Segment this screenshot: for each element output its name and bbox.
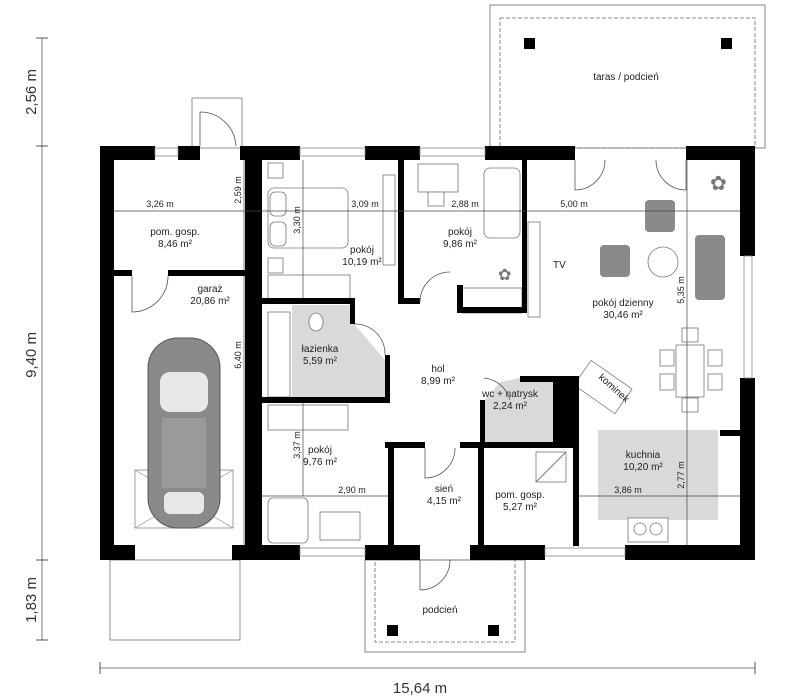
porch-label: podcień [422,605,457,616]
dim-living-width: 5,00 m [560,199,588,209]
dim-top-offset: 2,56 m [23,69,40,115]
doors [131,111,687,591]
overall-dimension-horizontal [99,662,756,674]
living-area: 30,46 m² [603,310,643,321]
hall-name: hol [431,364,444,375]
walls [100,146,755,560]
hall-area: 8,99 m² [421,376,456,387]
utility2-name: pom. gosp. [495,490,544,501]
utility1-name: pom. gosp. [150,227,199,238]
kitchen-floor [598,430,718,520]
dim-utility1-depth: 2,59 m [233,176,243,204]
car-icon [134,337,234,529]
windows [154,147,753,557]
dim-utility1-width: 3,26 m [146,199,174,209]
dim-living-depth: 5,35 m [676,276,686,304]
living-name: pokój dzienny [592,298,653,309]
dim-garage-depth: 6,40 m [233,341,243,369]
driveway [109,559,241,641]
dim-bedroom1-depth: 3,30 m [292,206,302,234]
svg-text:✿: ✿ [710,173,727,195]
terrace-label: taras / podcień [593,72,659,83]
dim-height: 9,40 m [23,332,40,378]
wc-floor [485,378,555,445]
dim-bedroom1-width: 3,09 m [351,199,379,209]
bedroom2-area: 9,86 m² [443,239,478,250]
furniture: ✿ ✿ [267,162,727,544]
garage-name: garaż [197,284,222,295]
bedroom1-area: 10,19 m² [342,257,382,268]
dim-bedroom2-width: 2,88 m [451,199,479,209]
bedroom3-area: 9,76 m² [303,457,338,468]
garage-area: 20,86 m² [190,296,230,307]
wc-name: wc + natrysk [481,389,539,400]
bedroom3-name: pokój [308,445,332,456]
bedroom1-name: pokój [350,245,374,256]
tv-label: TV [553,260,566,271]
inner-dimension-lines [114,160,740,545]
dim-bedroom3-depth: 3,37 m [292,431,302,459]
svg-text:✿: ✿ [498,267,511,284]
dimension-labels: 3,26 m 2,59 m 3,09 m 3,30 m 2,88 m 5,00 … [146,176,686,495]
kitchen-name: kuchnia [626,450,661,461]
rear-steps [191,97,243,149]
dim-kitchen-width: 3,86 m [614,485,642,495]
dim-bedroom3-width: 2,90 m [338,485,366,495]
utility1-area: 8,46 m² [158,239,193,250]
overall-dimension-vertical [36,37,48,641]
vestibule-area: 4,15 m² [427,496,462,507]
vestibule-name: sień [435,484,453,495]
dim-kitchen-depth: 2,77 m [676,461,686,489]
utility2-area: 5,27 m² [503,502,538,513]
bedroom2-name: pokój [448,227,472,238]
porch [364,559,526,653]
kitchen-area: 10,20 m² [623,462,663,473]
dim-width: 15,64 m [393,680,447,697]
terrace [489,4,766,149]
bathroom-name: łazienka [302,344,339,355]
dim-bottom-offset: 1,83 m [23,577,40,623]
bathroom-area: 5,59 m² [303,356,338,367]
wc-area: 2,24 m² [493,401,528,412]
